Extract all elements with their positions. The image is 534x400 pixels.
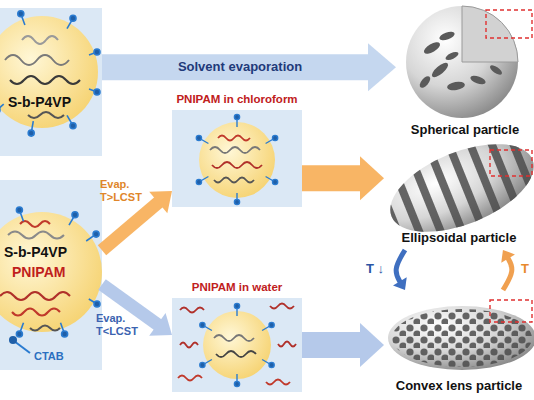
- arrow-head: [501, 250, 515, 263]
- node-label: Convex lens particle: [384, 378, 534, 394]
- arrow-shaft: [503, 257, 512, 290]
- arrow-head: [393, 277, 407, 290]
- molecule-label: CTAB: [34, 350, 64, 363]
- node-label: S-b-P4VP: [4, 244, 67, 261]
- domain: [418, 74, 432, 89]
- arrow-shaft: [102, 54, 370, 80]
- arrow-shaft: [302, 332, 362, 358]
- node-label: S-b-P4VP: [8, 94, 71, 111]
- node-label: PNIPAM in water: [172, 281, 302, 295]
- domain: [446, 80, 465, 91]
- arrow-head: [149, 313, 172, 336]
- ellipsoidal-particle: [378, 126, 534, 250]
- zoom-box: [490, 300, 532, 322]
- arrow-shaft: [102, 202, 159, 251]
- arrow-shaft: [302, 165, 362, 191]
- node-label: Spherical particle: [396, 122, 534, 138]
- edge-label: Evap. T<LCST: [96, 312, 144, 338]
- zoom-box: [490, 150, 532, 176]
- arrow-head: [368, 43, 396, 91]
- solvent-panel: PNIPAM in chloroform: [172, 92, 302, 207]
- solvent-panel: PNIPAM in water: [172, 280, 302, 392]
- particle-body: [406, 6, 518, 118]
- cutaway: [462, 6, 518, 62]
- domain: [430, 61, 450, 80]
- node-label: Ellipsoidal particle: [384, 230, 534, 246]
- domain: [489, 64, 504, 77]
- process-arrow: [393, 250, 407, 290]
- arrow-head: [149, 191, 172, 213]
- edge-label: Evap. T>LCST: [100, 178, 148, 204]
- dot-domains: [392, 309, 532, 367]
- domain: [469, 74, 486, 86]
- process-arrow: [302, 156, 384, 200]
- internal-domains: [418, 30, 504, 92]
- edge-label: T: [521, 261, 534, 277]
- domain: [422, 40, 442, 56]
- edge-label: Solvent evaporation: [140, 59, 340, 75]
- particle-node: Spherical particle: [396, 2, 534, 144]
- lamellar-stripes: [378, 126, 534, 250]
- node-sublabel: PNIPAM: [12, 264, 65, 281]
- solvent-box: [172, 298, 302, 392]
- spherical-particle: [406, 6, 532, 118]
- micelle-panel: S-b-P4VP PNIPAM: [0, 180, 102, 370]
- solvent-box: [172, 110, 302, 207]
- edge-label: T ↓: [366, 261, 392, 277]
- zoom-box: [486, 10, 532, 38]
- convex-lens-particle: [388, 306, 534, 370]
- arrow-head: [360, 156, 384, 200]
- particle-body: [378, 126, 534, 250]
- arrow-shaft: [396, 250, 405, 283]
- particle-node: Ellipsoidal particle: [384, 138, 534, 250]
- node-label: PNIPAM in chloroform: [172, 93, 302, 107]
- process-arrow: [501, 250, 515, 290]
- micelle-panel: S-b-P4VP: [0, 8, 102, 156]
- process-arrow: [302, 323, 384, 367]
- process-arrow: [102, 43, 396, 91]
- arrow-head: [360, 323, 384, 367]
- particle-node: Convex lens particle: [384, 290, 534, 400]
- domain: [444, 50, 459, 61]
- particle-body: [388, 306, 534, 370]
- domain: [438, 30, 455, 42]
